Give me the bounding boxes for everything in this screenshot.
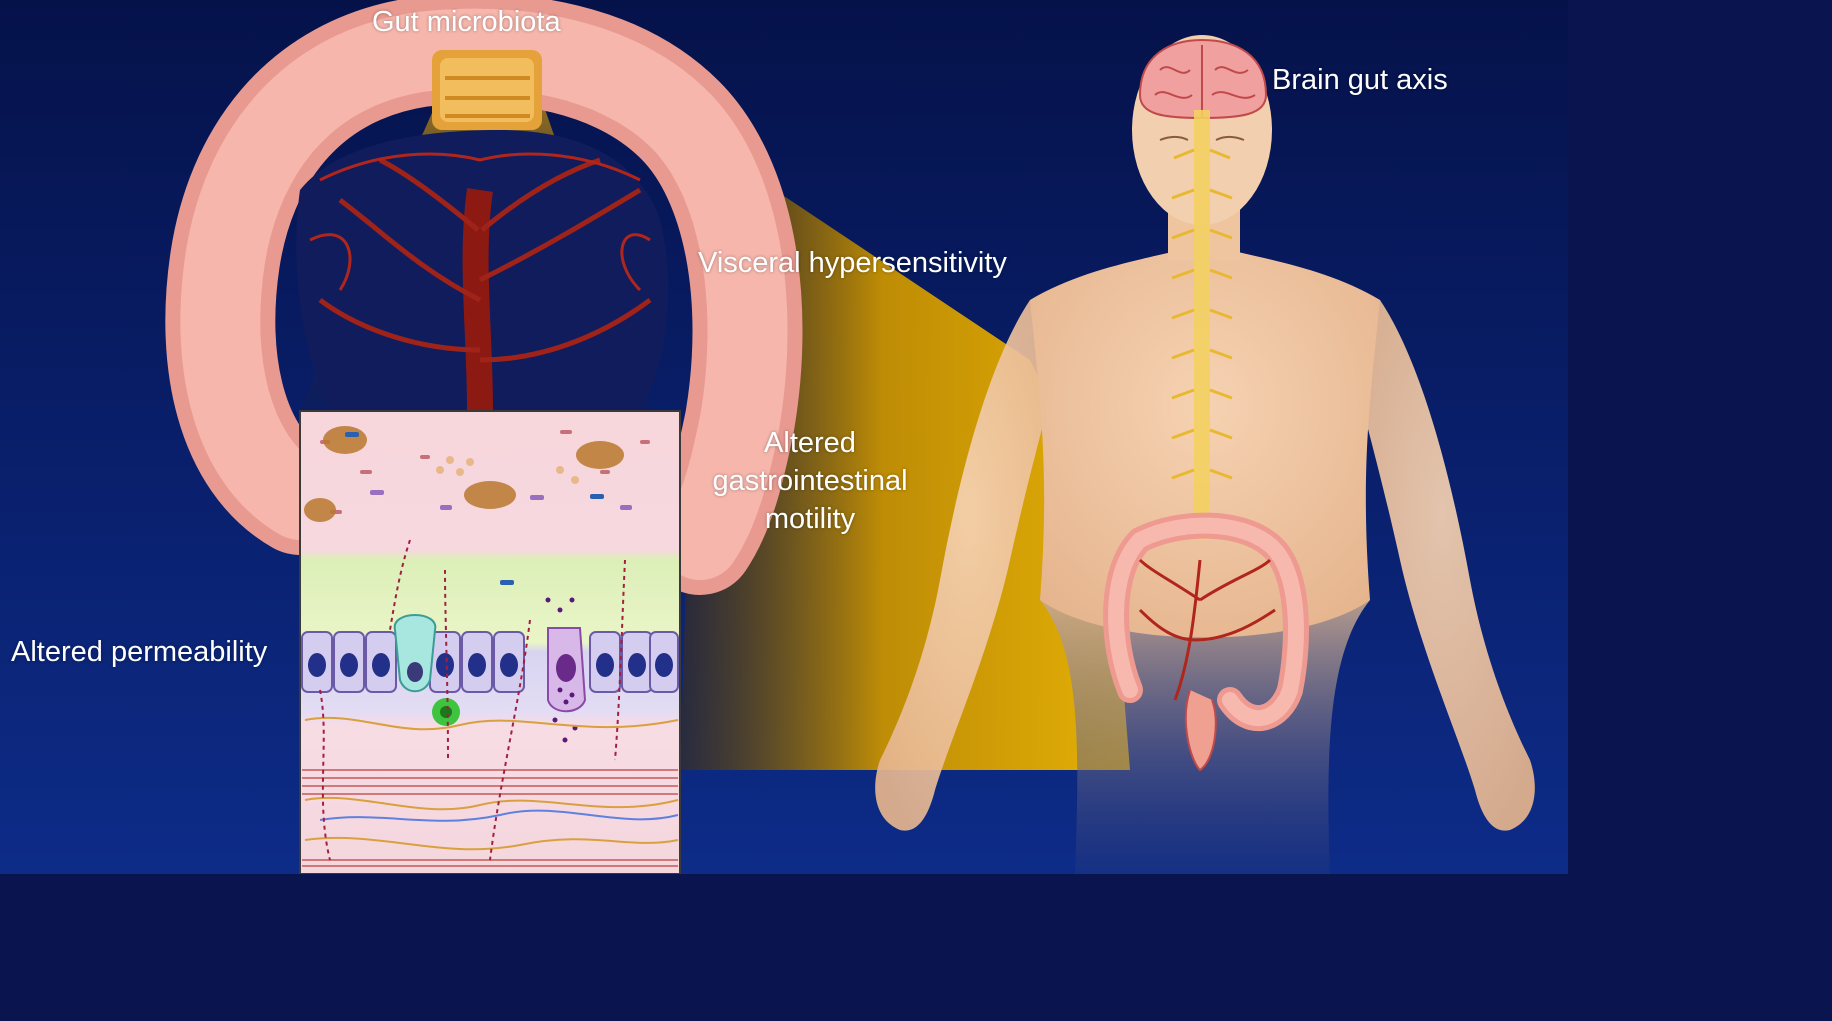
label-altered-permeability: Altered permeability bbox=[11, 633, 267, 671]
label-visceral-hypersensitivity: Visceral hypersensitivity bbox=[698, 244, 1007, 282]
label-altered-motility-line2: gastrointestinal bbox=[700, 462, 920, 500]
label-altered-motility-line3: motility bbox=[700, 500, 920, 538]
figure-canvas: Gut microbiota Brain gut axis Visceral h… bbox=[0, 0, 1568, 874]
brain bbox=[1140, 40, 1266, 118]
label-brain-gut-axis: Brain gut axis bbox=[1272, 61, 1448, 99]
label-altered-motility: Altered gastrointestinal motility bbox=[700, 424, 920, 538]
tissue-inset bbox=[300, 411, 680, 874]
label-gut-microbiota: Gut microbiota bbox=[372, 3, 561, 41]
label-altered-motility-line1: Altered bbox=[700, 424, 920, 462]
